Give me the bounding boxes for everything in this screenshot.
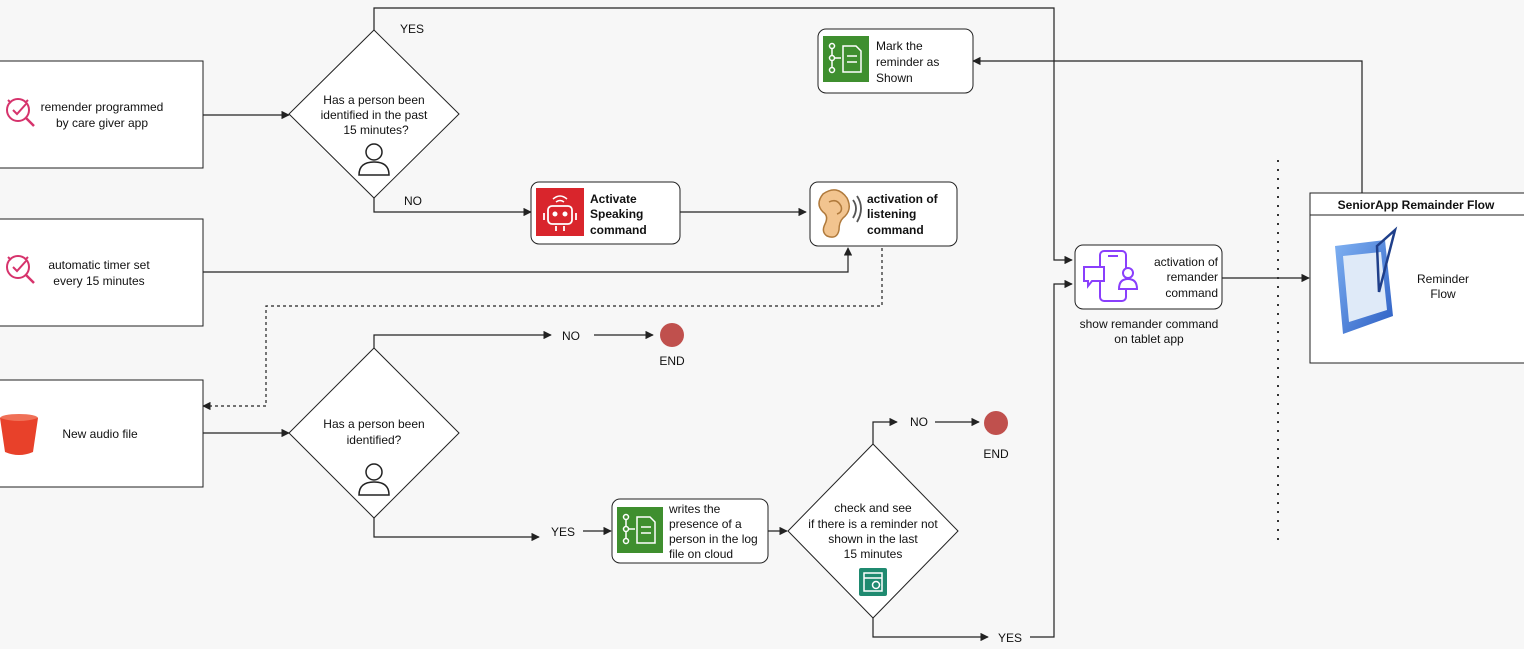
flowchart-doc-icon (617, 507, 663, 553)
mark-shown-line2: reminder as (876, 55, 939, 69)
end-node-2 (984, 411, 1008, 435)
clock-search-icon (6, 98, 35, 127)
decision1-line3: 15 minutes? (343, 123, 409, 137)
tablet-pen-icon (1335, 226, 1398, 334)
activation-remander-line2: remander (1167, 270, 1218, 284)
flowchart-doc-icon (823, 36, 869, 82)
writes-presence-line1: writes the (668, 502, 721, 516)
activate-speaking-line1: Activate (590, 192, 637, 206)
activation-remander-line3: command (1165, 286, 1218, 300)
panel-flow-line1: Reminder (1417, 272, 1469, 286)
decision-identified[interactable]: Has a person been identified? (288, 347, 460, 519)
decision3-line1: check and see (834, 501, 912, 515)
mark-shown-line3: Shown (876, 71, 913, 85)
person-icon (358, 463, 390, 496)
writes-presence-line4: file on cloud (669, 547, 733, 561)
new-audio-label: New audio file (62, 427, 138, 441)
writes-presence-line3: person in the log (669, 532, 758, 546)
edge-decision3-yes (872, 618, 989, 642)
decision-check-reminder[interactable]: check and see if there is a reminder not… (787, 443, 959, 619)
edge-decision1-yes (373, 7, 1073, 265)
automatic-timer-line1: automatic timer set (48, 258, 150, 272)
node-writes-presence[interactable]: writes the presence of a person in the l… (611, 498, 769, 564)
node-automatic-timer[interactable]: automatic timer set every 15 minutes (0, 218, 204, 327)
edge-decision2-yes (373, 518, 540, 542)
decision2-line2: identified? (347, 433, 402, 447)
bucket-icon (0, 414, 38, 455)
edge-yes-to-remander (1030, 279, 1073, 638)
robot-icon (536, 188, 584, 236)
yes-label-decision2: YES (551, 525, 575, 539)
clock-search-icon (6, 255, 35, 284)
no-label-decision2: NO (562, 329, 580, 343)
panel-title: SeniorApp Remainder Flow (1338, 198, 1495, 212)
activate-speaking-line3: command (590, 223, 647, 237)
node-remainder-programmed[interactable]: remender programmed by care giver app (0, 60, 204, 169)
remainder-programmed-line1: remender programmed (41, 100, 164, 114)
writes-presence-line2: presence of a (669, 517, 742, 531)
end-label-2: END (983, 447, 1009, 461)
edges (202, 7, 1363, 642)
mark-shown-line1: Mark the (876, 39, 923, 53)
edge-flow-to-markshown (972, 56, 1363, 193)
decision2-line1: Has a person been (323, 417, 424, 431)
activation-listening-line1: activation of (867, 192, 939, 206)
edge-decision2-no (373, 330, 552, 348)
remainder-programmed-line2: by care giver app (56, 116, 148, 130)
ear-icon (818, 189, 862, 238)
edge-timer-to-listening (203, 247, 853, 273)
automatic-timer-line2: every 15 minutes (53, 274, 144, 288)
tablet-chat-icon (1083, 250, 1139, 302)
node-mark-shown[interactable]: Mark the reminder as Shown (817, 28, 974, 94)
edge-decision3-no (872, 417, 898, 444)
decision1-line2: identified in the past (321, 108, 428, 122)
search-doc-icon (859, 568, 887, 596)
edge-listening-to-audio (202, 248, 883, 411)
show-remander-line1: show remander command (1080, 317, 1219, 331)
decision1-line1: Has a person been (323, 93, 424, 107)
no-label-decision1: NO (404, 194, 422, 208)
end-node-1 (660, 323, 684, 347)
node-activate-speaking[interactable]: Activate Speaking command (530, 181, 681, 245)
activation-listening-line2: listening (867, 207, 916, 221)
decision3-line2: if there is a reminder not (808, 517, 938, 531)
show-remander-line2: on tablet app (1114, 332, 1184, 346)
decision3-line4: 15 minutes (844, 547, 903, 561)
no-label-decision3: NO (910, 415, 928, 429)
activation-listening-line3: command (867, 223, 924, 237)
node-new-audio-file[interactable]: New audio file (0, 379, 204, 488)
edge-decision1-no (373, 198, 532, 217)
yes-label-decision3: YES (998, 631, 1022, 645)
activate-speaking-line2: Speaking (590, 207, 643, 221)
panel-flow-line2: Flow (1430, 287, 1456, 301)
panel-seniorapp-remainder-flow[interactable]: SeniorApp Remainder Flow Reminder Flow (1309, 192, 1524, 364)
node-activation-remander[interactable]: activation of remander command (1074, 244, 1223, 310)
decision-past-15-minutes[interactable]: Has a person been identified in the past… (288, 29, 460, 199)
node-activation-listening[interactable]: activation of listening command (809, 181, 958, 247)
end-label-1: END (659, 354, 685, 368)
decision3-line3: shown in the last (828, 532, 918, 546)
person-icon (358, 143, 390, 176)
yes-label-decision1: YES (400, 22, 424, 36)
activation-remander-line1: activation of (1154, 255, 1219, 269)
